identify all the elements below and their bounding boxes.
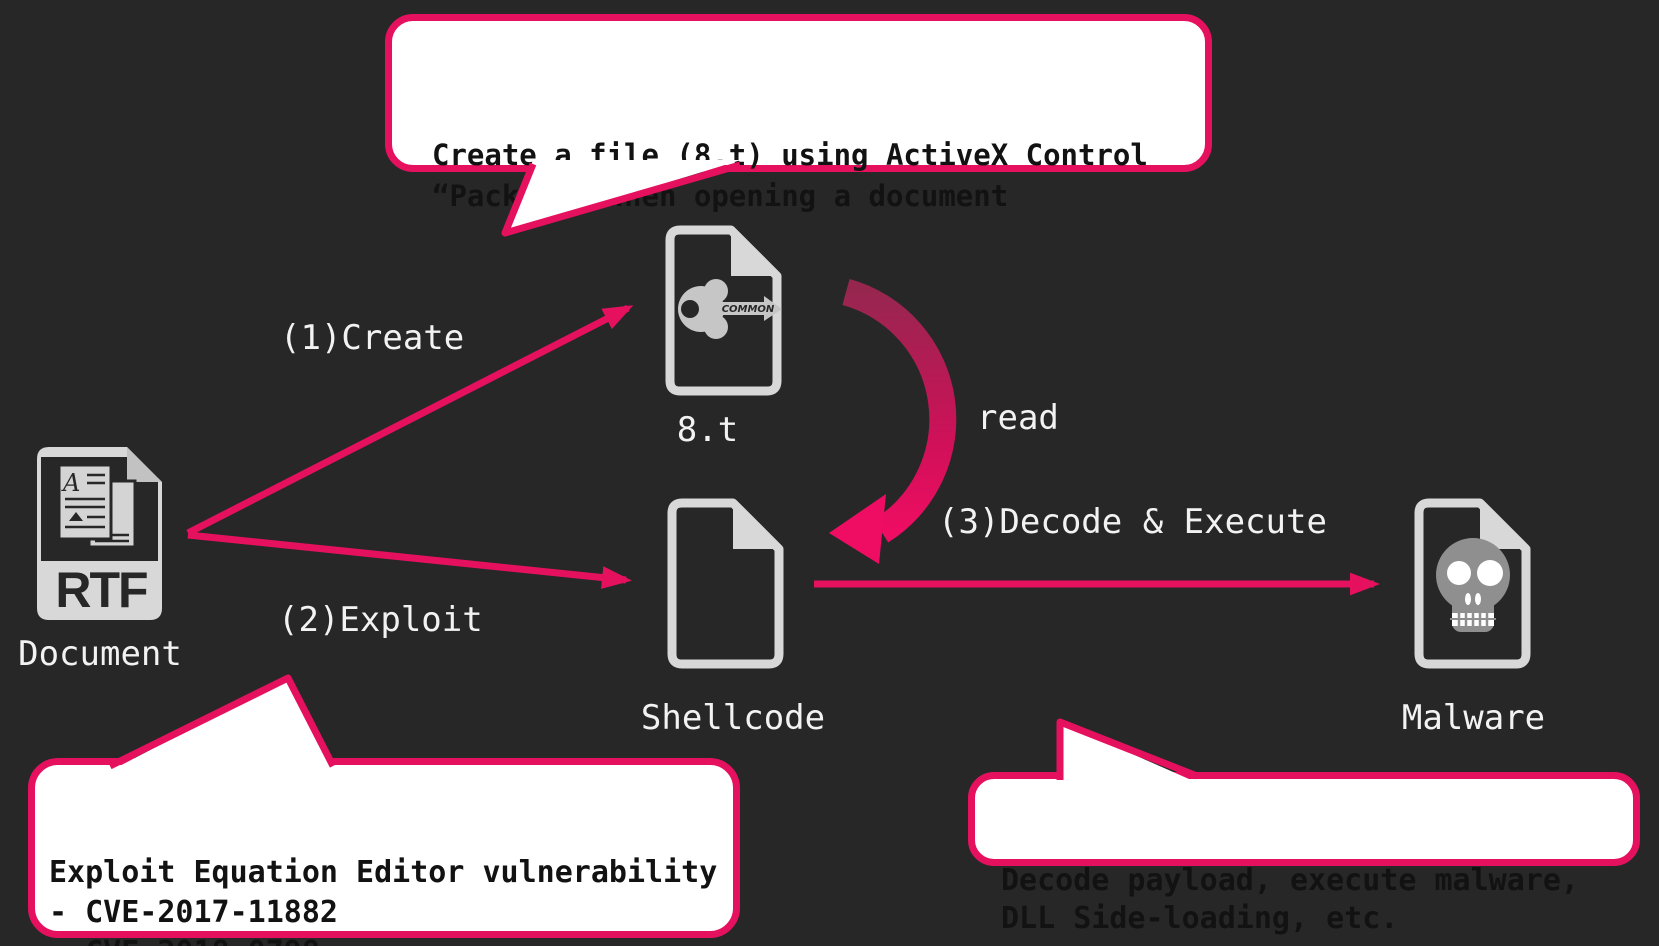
create-edge-label: (1)Create [280,318,465,358]
decode-note-text: Decode payload, execute malware, DLL Sid… [1001,863,1579,936]
read-arrow [829,278,957,564]
exploit-arrow [187,531,632,589]
create-note-text: Create a file (8.t) using ActiveX Contro… [432,138,1148,213]
speech-bubble-exploit: Exploit Equation Editor vulnerability - … [28,758,740,946]
key-text: COMMON [722,304,775,315]
speech-bubble-create: Create a file (8.t) using ActiveX Contro… [385,14,1212,213]
shellcode-file-icon [672,503,779,664]
speech-bubble-decode: Decode payload, execute malware, DLL Sid… [968,772,1640,936]
exploit-note-text: Exploit Equation Editor vulnerability - … [49,855,718,946]
skull-file-icon [1419,503,1526,664]
document-node-label: Document [18,634,182,674]
document-pages-icon: A [57,463,137,549]
rtf-badge: RTF [55,562,147,618]
shellcode-node-label: Shellcode [640,698,826,738]
skull-icon [1436,538,1510,632]
decode-execute-edge-label: (3)Decode & Execute [938,502,1327,542]
file-8t-node-label: 8.t [676,410,739,450]
exploit-edge-label: (2)Exploit [278,600,483,640]
malware-node-label: Malware [1401,698,1546,738]
rtf-file-icon: A RTF [37,447,162,620]
read-edge-label: read [977,398,1059,438]
svg-text:A: A [61,469,80,497]
